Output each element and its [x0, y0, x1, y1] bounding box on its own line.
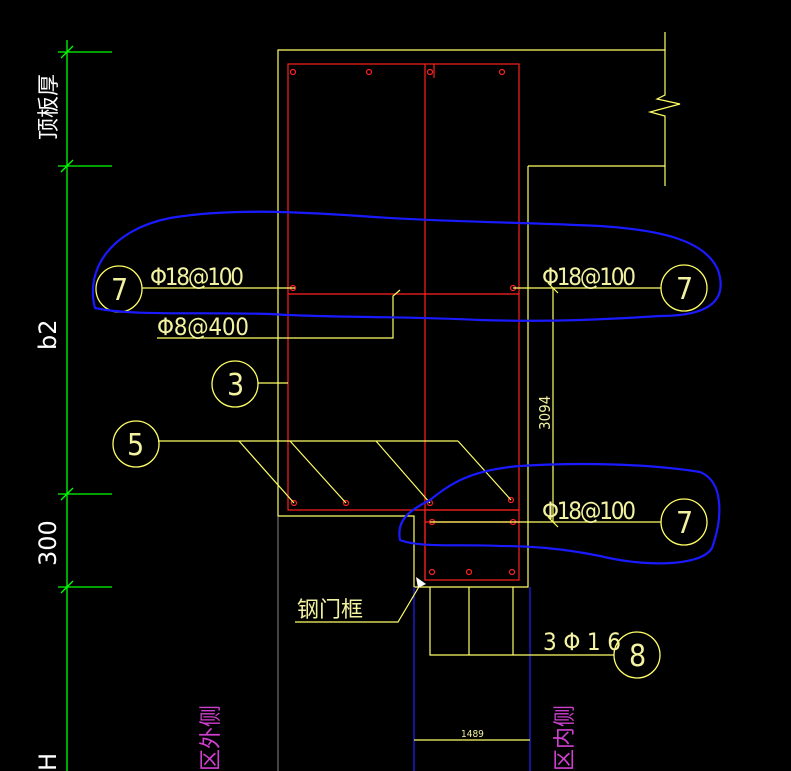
- dim-label-H: H: [34, 753, 62, 771]
- rebar-label-left-top: Φ18@100: [150, 263, 244, 291]
- rebar-dots: [289, 68, 517, 576]
- marker-5: 5: [127, 428, 144, 463]
- dim-label-300: 300: [34, 520, 62, 566]
- leaders: [142, 282, 661, 741]
- rebar-label-right-bottom: Φ18@100: [542, 497, 636, 525]
- markers: [95, 264, 708, 679]
- steel-frame-label: 钢门框: [297, 598, 363, 623]
- marker-3: 3: [227, 368, 244, 403]
- marker-7-bottom-right: 7: [676, 506, 693, 541]
- marker-7-top-right: 7: [676, 272, 693, 307]
- gridlines: [277, 516, 531, 771]
- bars-label-3phi16: 3Φ16: [543, 628, 621, 656]
- outer-side-label: 区外侧: [199, 705, 224, 771]
- markup-loop-bottom: [398, 462, 721, 565]
- dim-label-b2: b2: [34, 319, 62, 350]
- length-label-3094: 3094: [536, 396, 554, 430]
- rebar-cage: [287, 63, 520, 581]
- marker-7-top-left: 7: [111, 273, 128, 308]
- tie-bar-label: Φ8@400: [157, 313, 249, 341]
- rebar-label-right-top: Φ18@100: [542, 263, 636, 291]
- frame-hatch: [416, 577, 426, 588]
- marker-8: 8: [629, 639, 646, 674]
- dim-label-slab-thickness: 顶板厚: [37, 74, 62, 140]
- inner-side-label: 区内侧: [553, 705, 578, 771]
- wall-outline: [277, 32, 681, 588]
- markup-loop-top: [91, 210, 722, 322]
- span-dim-1489: 1489: [461, 729, 484, 740]
- dimension-chain: [58, 40, 112, 771]
